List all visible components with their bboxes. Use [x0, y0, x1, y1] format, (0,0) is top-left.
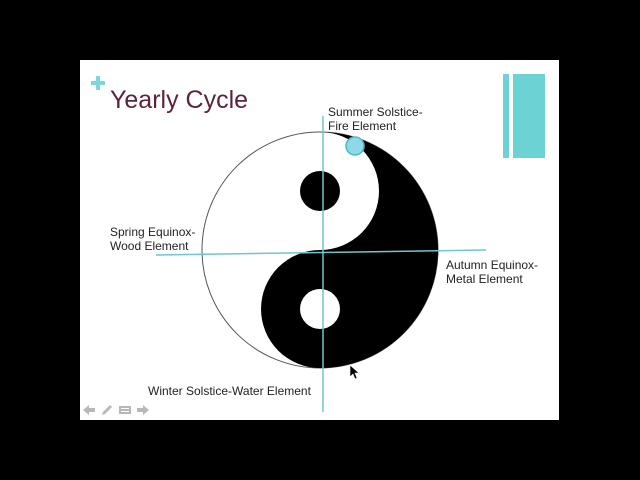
- decorative-bar-wide: [513, 74, 545, 158]
- slide-menu-icon[interactable]: [118, 404, 132, 416]
- summer-label-line1: Summer Solstice-: [328, 105, 423, 119]
- mouse-cursor-icon: [349, 364, 360, 380]
- arrow-left-icon[interactable]: [82, 404, 96, 416]
- plus-icon: [91, 76, 105, 90]
- slide: Yearly Cycle Summer Solstice- Fire Eleme…: [80, 60, 559, 420]
- yin-dot: [300, 171, 340, 211]
- spring-label-line1: Spring Equinox-: [110, 225, 196, 239]
- autumn-label-line1: Autumn Equinox-: [446, 258, 539, 272]
- autumn-label-line2: Metal Element: [446, 272, 523, 286]
- equinox-axis-line: [155, 249, 487, 256]
- yin-yang-diagram: [155, 116, 487, 412]
- pen-icon[interactable]: [100, 404, 114, 416]
- arrow-right-icon[interactable]: [136, 404, 150, 416]
- summer-marker: [345, 136, 365, 156]
- yang-dot: [300, 289, 340, 329]
- decorative-bar-thin: [503, 74, 509, 158]
- summer-label-line2: Fire Element: [328, 119, 397, 133]
- winter-label: Winter Solstice-Water Element: [148, 384, 311, 398]
- slide-title: Yearly Cycle: [110, 86, 249, 114]
- spring-label-line2: Wood Element: [110, 239, 189, 253]
